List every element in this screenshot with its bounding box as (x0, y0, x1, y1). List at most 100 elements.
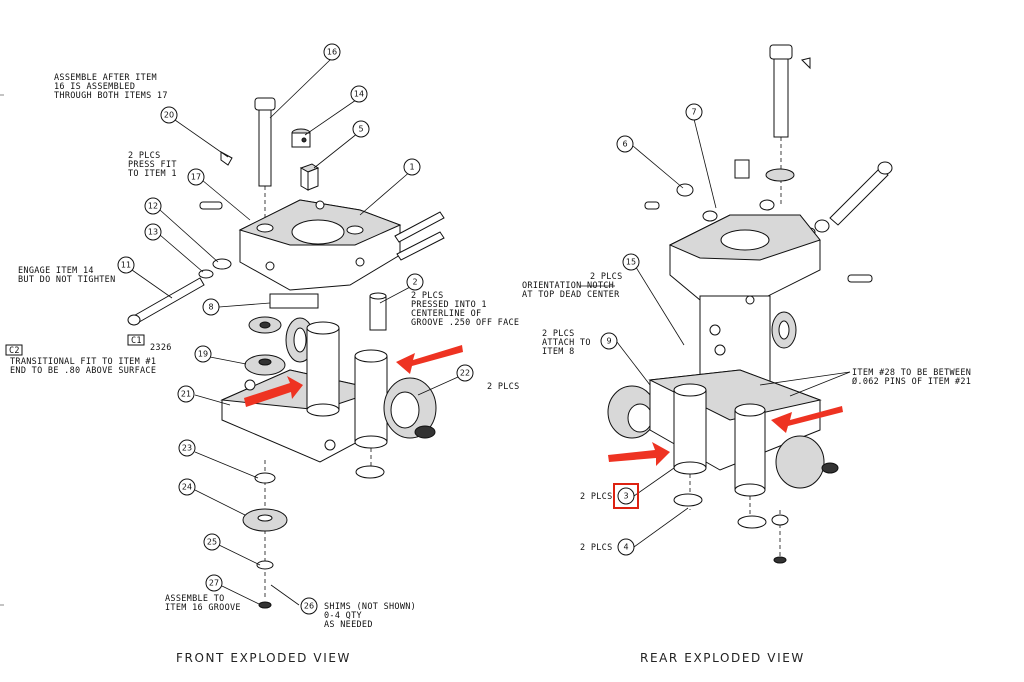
balloon-20: 20 (160, 106, 178, 124)
balloon-22: 22 (456, 364, 474, 382)
svg-text:ATTACH TO: ATTACH TO (542, 338, 591, 348)
svg-text:7: 7 (691, 108, 696, 117)
svg-text:24: 24 (182, 483, 192, 492)
note-pressed-into: 2 PLCS PRESSED INTO 1 CENTERLINE OF GROO… (411, 291, 519, 328)
svg-text:13: 13 (148, 228, 158, 237)
svg-text:26: 26 (304, 602, 314, 611)
svg-text:ENGAGE ITEM 14: ENGAGE ITEM 14 (18, 266, 94, 276)
svg-text:BUT DO NOT TIGHTEN: BUT DO NOT TIGHTEN (18, 275, 116, 285)
note-shims: SHIMS (NOT SHOWN) 0-4 QTY AS NEEDED (324, 602, 416, 630)
balloon-14: 14 (350, 85, 368, 103)
svg-text:ITEM #28 TO BE BETWEEN: ITEM #28 TO BE BETWEEN (852, 368, 971, 378)
front-item-8 (269, 293, 319, 309)
svg-text:ASSEMBLE AFTER ITEM: ASSEMBLE AFTER ITEM (54, 73, 157, 83)
svg-text:11: 11 (121, 261, 131, 270)
svg-text:2: 2 (412, 278, 417, 287)
svg-text:17: 17 (191, 173, 201, 182)
svg-text:GROOVE .250 OFF FACE: GROOVE .250 OFF FACE (411, 318, 519, 328)
balloon-12: 12 (144, 197, 162, 215)
balloon-25: 25 (203, 533, 221, 551)
note-rear-4-qty: 2 PLCS (580, 543, 613, 553)
front-item-22-roller (383, 377, 437, 439)
svg-text:AS NEEDED: AS NEEDED (324, 620, 373, 630)
svg-text:19: 19 (198, 350, 208, 359)
balloon-5: 5 (352, 120, 370, 138)
svg-text:2326: 2326 (150, 343, 172, 353)
svg-text:ITEM 8: ITEM 8 (542, 347, 575, 357)
red-arrow-rear-left (608, 442, 670, 466)
note-assemble-after: ASSEMBLE AFTER ITEM 16 IS ASSEMBLED THRO… (54, 73, 168, 101)
rear-view-title: REAR EXPLODED VIEW (640, 651, 805, 665)
svg-text:C1: C1 (131, 336, 142, 346)
svg-text:21: 21 (181, 390, 191, 399)
note-item28: ITEM #28 TO BE BETWEEN Ø.062 PINS OF ITE… (852, 368, 971, 387)
balloon-17: 17 (187, 168, 205, 186)
svg-text:8: 8 (208, 303, 213, 312)
rear-key (734, 159, 750, 179)
front-cylinders (306, 292, 388, 449)
svg-text:16: 16 (327, 48, 337, 57)
balloon-3-highlight-box (613, 483, 639, 509)
front-item-20-pin (220, 151, 233, 166)
note-attach-to: 2 PLCS ATTACH TO ITEM 8 (542, 329, 591, 357)
svg-text:6: 6 (622, 140, 627, 149)
svg-text:PRESSED INTO 1: PRESSED INTO 1 (411, 300, 487, 310)
balloon-15: 15 (622, 253, 640, 271)
rear-body (668, 214, 821, 383)
balloon-16: 16 (323, 43, 341, 61)
svg-text:27: 27 (209, 579, 219, 588)
svg-text:AT TOP DEAD CENTER: AT TOP DEAD CENTER (522, 290, 620, 300)
rear-exploded-view (607, 44, 893, 564)
svg-text:16 IS ASSEMBLED: 16 IS ASSEMBLED (54, 82, 135, 92)
red-arrow-front-left (244, 376, 303, 407)
front-item-16-bolt (254, 97, 276, 225)
leader-lines (131, 59, 851, 606)
svg-text:ASSEMBLE TO: ASSEMBLE TO (165, 594, 225, 604)
balloon-2: 2 (406, 273, 424, 291)
rear-small-parts (644, 159, 893, 283)
svg-text:5: 5 (358, 125, 363, 134)
note-transitional: TRANSITIONAL FIT TO ITEM #1 END TO BE .8… (10, 357, 156, 376)
balloon-24: 24 (178, 478, 196, 496)
rear-rollers (607, 311, 797, 439)
balloons: 16 14 5 20 17 1 12 13 11 8 2 19 21 22 23… (117, 43, 703, 615)
svg-text:0-4 QTY: 0-4 QTY (324, 611, 362, 621)
note-engage: ENGAGE ITEM 14 BUT DO NOT TIGHTEN (18, 266, 116, 285)
balloon-9: 9 (600, 332, 618, 350)
svg-text:PRESS FIT: PRESS FIT (128, 160, 177, 170)
svg-text:2 PLCS: 2 PLCS (542, 329, 575, 339)
balloon-26: 26 (300, 597, 318, 615)
balloon-27: 27 (205, 574, 223, 592)
balloon-3: 3 (617, 487, 635, 505)
front-item-5 (299, 163, 320, 191)
front-view-title: FRONT EXPLODED VIEW (176, 651, 351, 665)
balloon-4: 4 (617, 538, 635, 556)
balloon-7: 7 (685, 103, 703, 121)
rear-lower-stack (673, 474, 789, 564)
svg-text:20: 20 (164, 111, 174, 120)
svg-text:3: 3 (623, 492, 628, 501)
flag-c1: C1 2326 (127, 334, 172, 353)
note-front-22-qty: 2 PLCS (487, 382, 520, 392)
svg-text:2 PLCS: 2 PLCS (590, 272, 623, 282)
svg-text:12: 12 (148, 202, 158, 211)
svg-text:4: 4 (623, 543, 628, 552)
svg-text:ITEM 16 GROOVE: ITEM 16 GROOVE (165, 603, 241, 613)
note-assemble-to: ASSEMBLE TO ITEM 16 GROOVE (165, 594, 241, 613)
svg-text:END TO BE .80 ABOVE SURFACE: END TO BE .80 ABOVE SURFACE (10, 366, 156, 376)
front-screws (394, 211, 445, 261)
note-rear-3-qty: 2 PLCS (580, 492, 613, 502)
svg-text:Ø.062 PINS OF ITEM #21: Ø.062 PINS OF ITEM #21 (852, 376, 971, 387)
front-item-17-pin (199, 201, 223, 210)
front-item-14 (291, 128, 311, 148)
balloon-21: 21 (177, 385, 195, 403)
front-item-13-washer (198, 269, 214, 279)
red-arrow-front-right (396, 345, 463, 374)
svg-text:1: 1 (409, 163, 414, 172)
svg-text:22: 22 (460, 369, 470, 378)
svg-text:23: 23 (182, 444, 192, 453)
svg-text:THROUGH BOTH ITEMS 17: THROUGH BOTH ITEMS 17 (54, 91, 168, 101)
rear-bolt (769, 44, 811, 205)
svg-text:TRANSITIONAL FIT TO ITEM #1: TRANSITIONAL FIT TO ITEM #1 (10, 357, 156, 367)
